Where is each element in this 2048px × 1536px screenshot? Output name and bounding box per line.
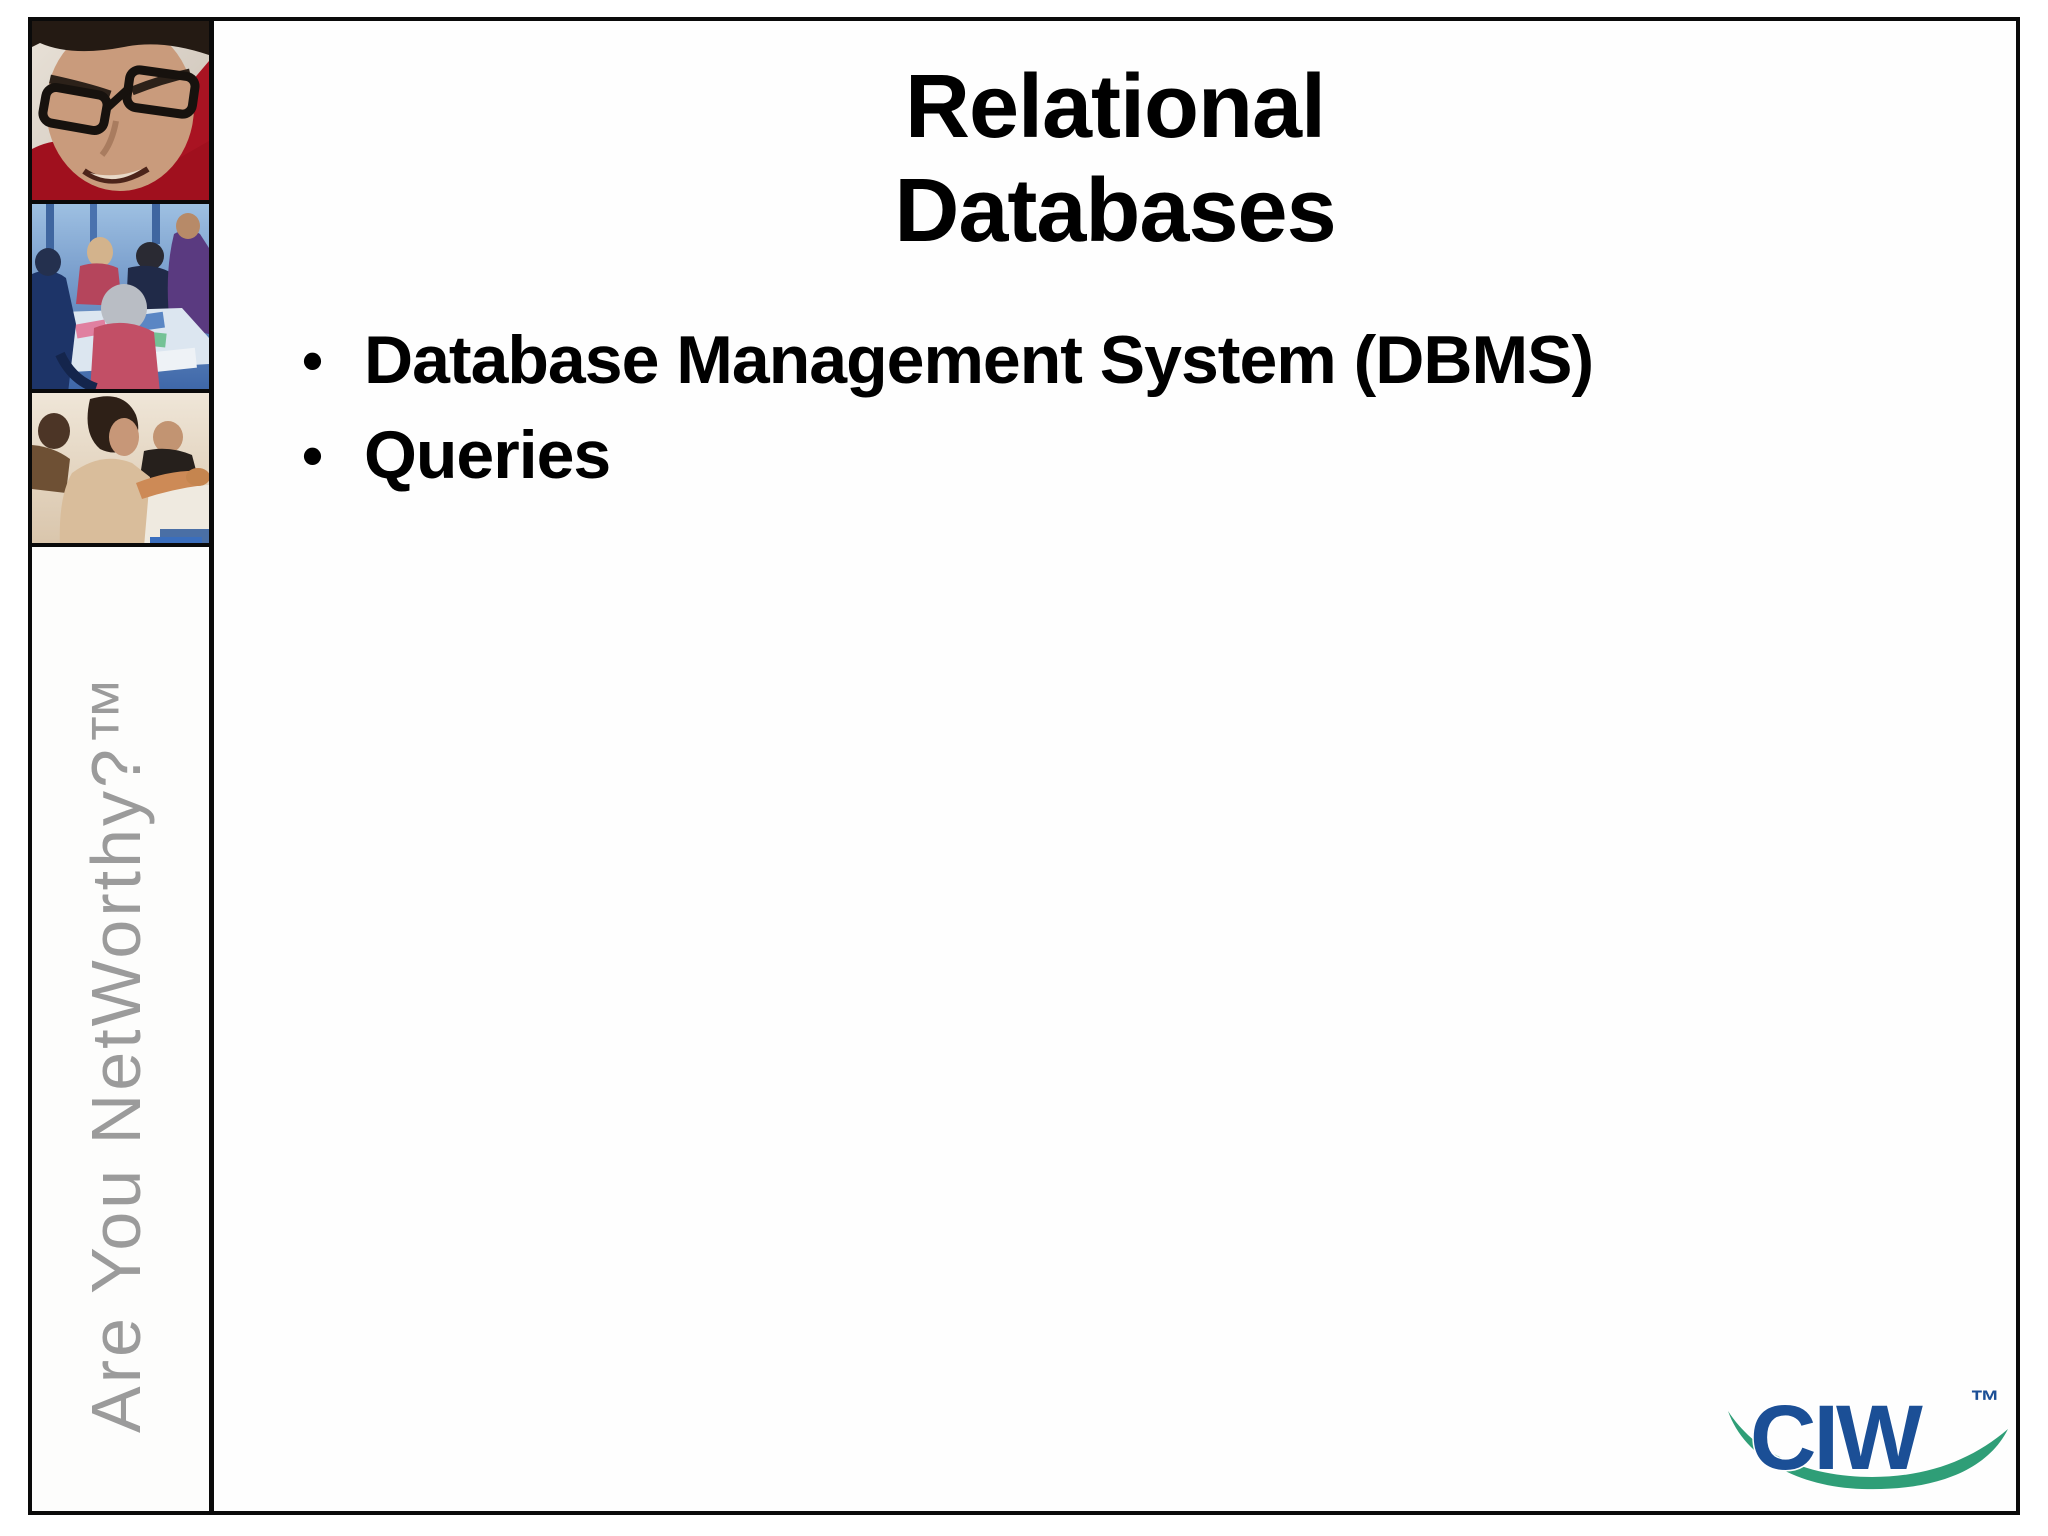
bullet-icon: • — [302, 327, 323, 394]
glasses-bridge — [103, 86, 131, 112]
bullet-text: Database Management System (DBMS) — [364, 322, 1594, 398]
blonde-student-head — [87, 237, 113, 267]
slide: Are You NetWorthy?™ Relational Databases… — [28, 17, 2020, 1515]
glasses-right-lens — [122, 65, 200, 119]
bullet-text: Queries — [364, 417, 611, 493]
background-person-left-body — [32, 445, 70, 493]
woman-tan-sweater — [59, 458, 150, 543]
face — [46, 23, 194, 191]
logo-trademark: ™ — [1970, 1385, 2000, 1418]
bullet-item: • Queries — [214, 408, 2016, 503]
logo-swoosh — [1728, 1411, 2008, 1490]
gray-hair-woman-head — [101, 284, 147, 332]
logo-text: CIW — [1750, 1387, 1923, 1489]
window-frame-3 — [152, 204, 160, 244]
bullet-item: • Database Management System (DBMS) — [214, 313, 2016, 408]
chair-dark — [55, 351, 98, 389]
hair — [32, 21, 209, 55]
window-frame-2 — [90, 204, 97, 260]
woman-face — [109, 418, 139, 456]
tagline-vertical-text: Are You NetWorthy?™ — [77, 673, 155, 1433]
slide-content: Relational Databases • Database Manageme… — [214, 21, 2016, 1511]
teeth — [90, 169, 142, 180]
purple-teacher-head — [176, 213, 200, 239]
left-student-head — [35, 248, 61, 276]
photo-woman-pointing-classroom-scene — [32, 393, 209, 547]
photo-man-with-glasses-red-shirt — [32, 21, 209, 204]
bald-man-head — [153, 421, 183, 453]
dark-student-head — [136, 242, 164, 270]
background-person-left-head — [38, 413, 70, 449]
gray-hair-woman-pink-top — [90, 322, 160, 389]
watermark-strip — [150, 537, 202, 543]
ciw-logo-graphic: CIW ™ — [1728, 1385, 2008, 1491]
woman-hand — [186, 468, 209, 486]
ciw-logo: CIW ™ — [1722, 1385, 2010, 1491]
bullet-icon: • — [302, 422, 323, 489]
paper-white — [151, 347, 197, 373]
smile — [82, 166, 150, 184]
title-line-1: Relational — [904, 57, 1326, 157]
sidebar: Are You NetWorthy?™ — [32, 21, 214, 1511]
bullet-list: • Database Management System (DBMS) • Qu… — [214, 313, 2016, 503]
purple-teacher — [167, 230, 209, 334]
nose — [99, 120, 119, 157]
window-frame — [46, 204, 54, 274]
slide-title: Relational Databases — [214, 55, 2016, 263]
title-line-2: Databases — [894, 161, 1336, 261]
photo-students-around-table-blue-scene — [32, 204, 209, 393]
glasses-left-lens — [38, 82, 112, 136]
